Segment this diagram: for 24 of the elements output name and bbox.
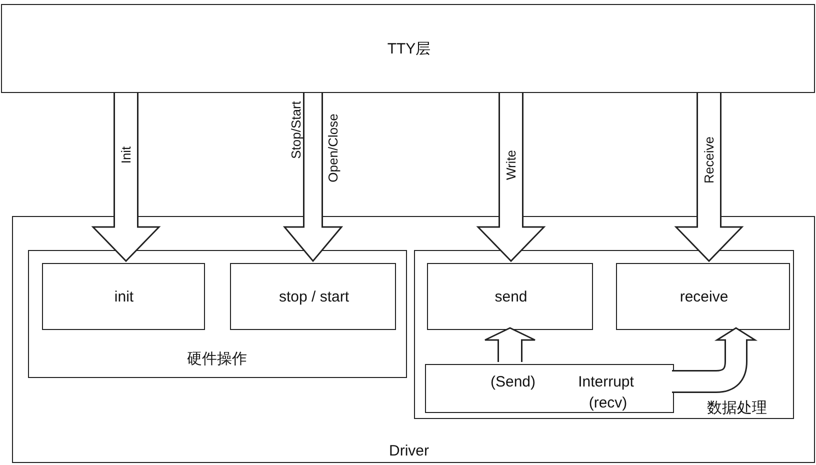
process-box xyxy=(425,364,674,413)
group-box xyxy=(28,250,407,378)
box-label: (Send) xyxy=(490,374,536,390)
box-label: init xyxy=(114,290,134,304)
edge-label: Write xyxy=(504,148,518,182)
process-box xyxy=(427,263,593,330)
box-label: stop / start xyxy=(278,290,350,304)
process-box xyxy=(230,263,396,330)
process-box xyxy=(616,263,790,330)
heading-label: 数据处理 xyxy=(707,400,767,416)
box-label: (recv) xyxy=(588,396,628,410)
box-label: send xyxy=(494,290,528,304)
box-label: Interrupt xyxy=(578,374,634,390)
group-box xyxy=(414,250,794,419)
process-box xyxy=(42,263,205,330)
box-label: receive xyxy=(680,290,728,304)
layer-box xyxy=(1,4,815,93)
edge-label: Stop/Start xyxy=(290,99,302,161)
edge-label: Receive xyxy=(702,134,716,186)
driver-container xyxy=(12,216,815,463)
arrow-label: Open/Close xyxy=(326,112,340,184)
heading-label: Driver xyxy=(389,444,429,458)
heading-label: 硬件操作 xyxy=(187,352,247,366)
heading-label: TTY层 xyxy=(387,42,431,56)
